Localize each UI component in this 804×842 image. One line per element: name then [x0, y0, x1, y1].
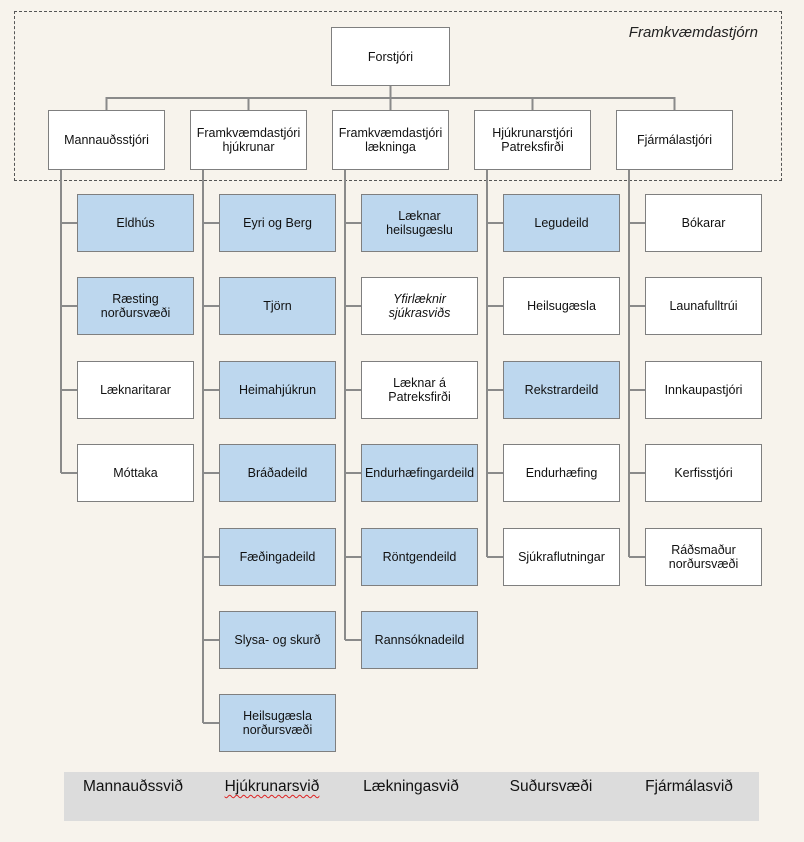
unit-box-mottaka: Móttaka [77, 444, 194, 502]
unit-box-heimahjukrun: Heimahjúkrun [219, 361, 336, 419]
unit-box-bokarar: Bókarar [645, 194, 762, 252]
director-box-fjarmalastjori: Fjármálastjóri [616, 110, 733, 170]
unit-box-launafulltrui: Launafulltrúi [645, 277, 762, 335]
unit-box-innkaupastjori: Innkaupastjóri [645, 361, 762, 419]
unit-box-rannsoknadeild: Rannsóknadeild [361, 611, 478, 669]
division-label-text: Suðursvæði [509, 778, 593, 795]
unit-box-f-ingadeild: Fæðingadeild [219, 528, 336, 586]
unit-box-r-sting-nor-ursv-i: Ræsting norðursvæði [77, 277, 194, 335]
unit-box-eyri-og-berg: Eyri og Berg [219, 194, 336, 252]
unit-box-rontgendeild: Röntgendeild [361, 528, 478, 586]
unit-box-rekstrardeild: Rekstrardeild [503, 361, 620, 419]
division-footer [64, 772, 759, 821]
division-label-text: Hjúkrunarsvið [224, 778, 320, 795]
division-label-text: Lækningasvið [363, 778, 459, 795]
unit-box-legudeild: Legudeild [503, 194, 620, 252]
unit-box-heilsug-sla: Heilsugæsla [503, 277, 620, 335]
division-label-text: Fjármálasvið [645, 778, 733, 795]
unit-box-kerfisstjori: Kerfisstjóri [645, 444, 762, 502]
ceo-box: Forstjóri [331, 27, 450, 86]
executive-board-title: Framkvæmdastjórn [628, 24, 758, 41]
unit-box-sjukraflutningar: Sjúkraflutningar [503, 528, 620, 586]
director-box-hjukrunarstjori-patreksfir-i: Hjúkrunarstjóri Patreksfirði [474, 110, 591, 170]
unit-box-slysa-og-skur: Slysa- og skurð [219, 611, 336, 669]
division-label-fjarmalasvi: Fjármálasvið [619, 778, 759, 796]
unit-box-endurh-fing: Endurhæfing [503, 444, 620, 502]
unit-box-l-knar-a-patreksfir-i: Læknar á Patreksfirði [361, 361, 478, 419]
director-box-framkv-mdastjori-l-kninga: Framkvæmdastjóri lækninga [332, 110, 449, 170]
division-label-l-kningasvi: Lækningasvið [341, 778, 481, 796]
division-label-text: Mannauðssvið [83, 778, 183, 795]
division-label-mannau-ssvi: Mannauðssvið [63, 778, 203, 796]
unit-box-bra-adeild: Bráðadeild [219, 444, 336, 502]
unit-box-eldhus: Eldhús [77, 194, 194, 252]
unit-box-l-knaritarar: Læknaritarar [77, 361, 194, 419]
division-label-hjukrunarsvi: Hjúkrunarsvið [202, 778, 342, 796]
unit-box-l-knar-heilsug-slu: Læknar heilsugæslu [361, 194, 478, 252]
director-box-mannau-sstjori: Mannauðsstjóri [48, 110, 165, 170]
unit-box-ra-sma-ur-nor-ursv-i: Ráðsmaður norðursvæði [645, 528, 762, 586]
unit-box-tjorn: Tjörn [219, 277, 336, 335]
division-label-su-ursv-i: Suðursvæði [481, 778, 621, 796]
director-box-framkv-mdastjori-hjukrunar: Framkvæmdastjóri hjúkrunar [190, 110, 307, 170]
unit-box-endurh-fingardeild: Endurhæfingardeild [361, 444, 478, 502]
unit-box-heilsug-sla-nor-ursv-i: Heilsugæsla norðursvæði [219, 694, 336, 752]
executive-board-frame [14, 11, 782, 181]
unit-box-yfirl-knir-sjukrasvi-s: Yfirlæknir sjúkrasviðs [361, 277, 478, 335]
